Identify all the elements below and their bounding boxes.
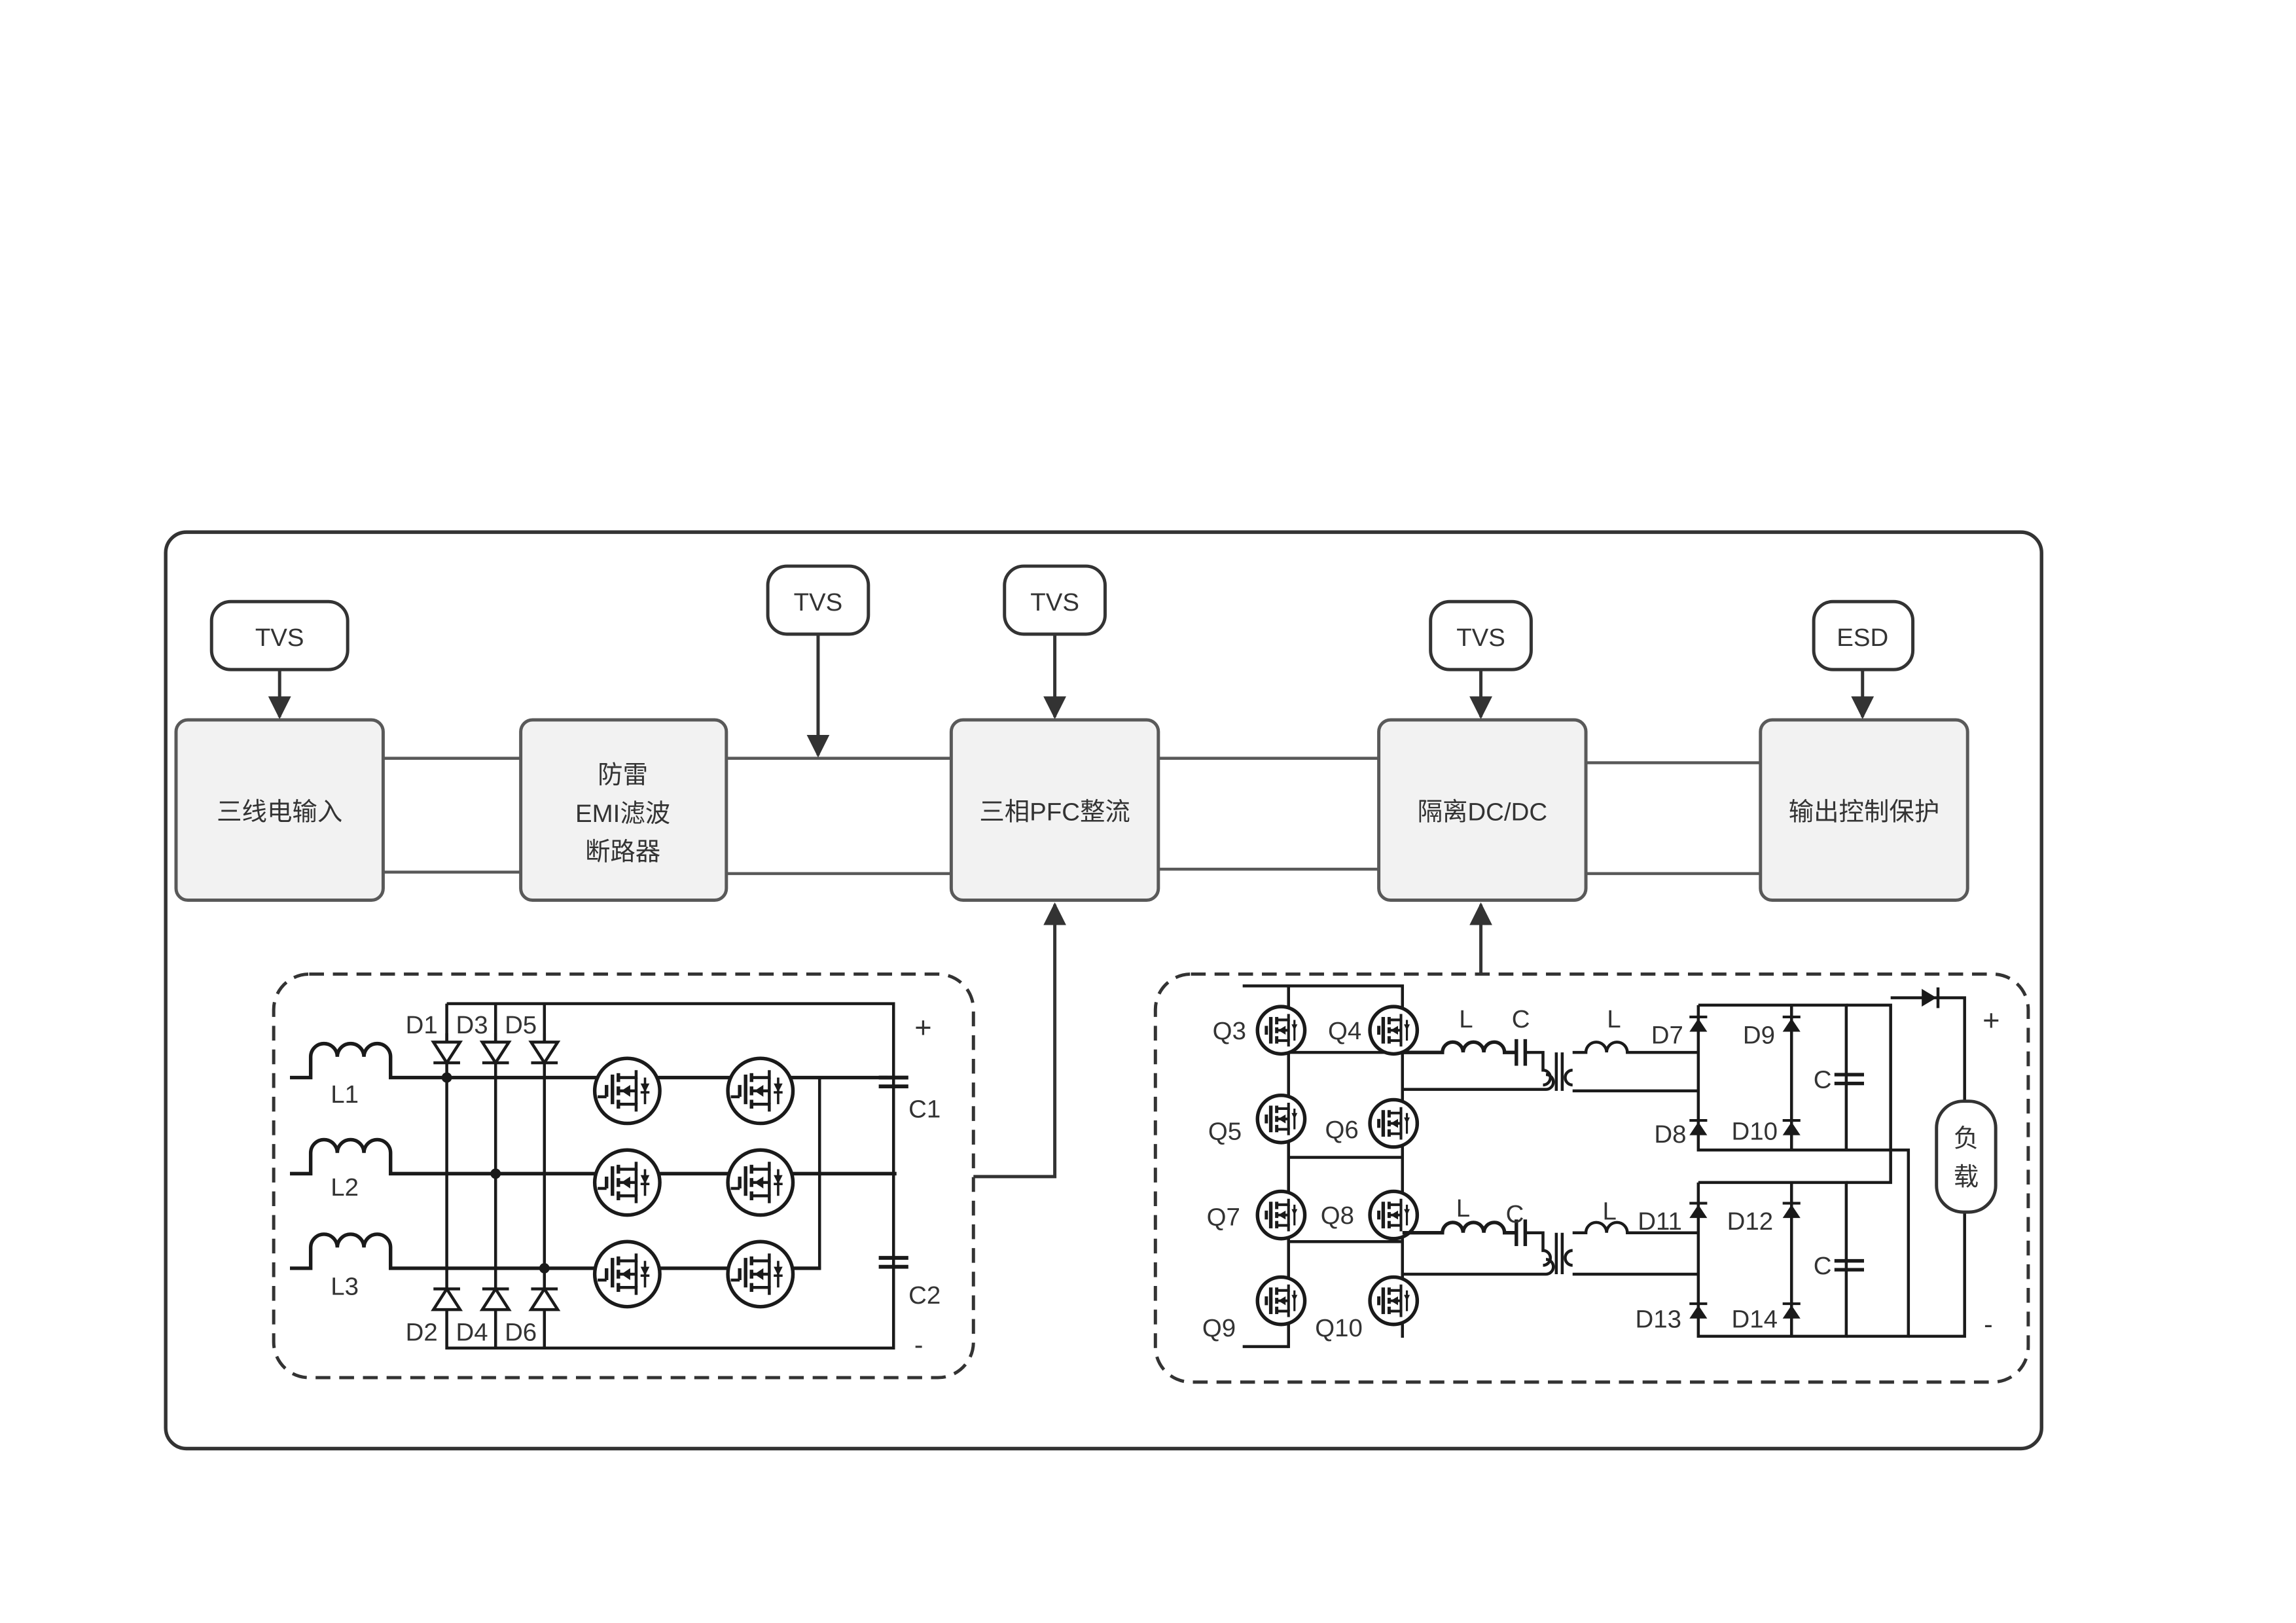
- esd-output-tag: ESD: [1812, 599, 1915, 719]
- pfc-detail-arrow: [973, 902, 1067, 1179]
- label-q10: Q10: [1315, 1314, 1363, 1342]
- label-q3: Q3: [1213, 1017, 1246, 1045]
- block-label: 三线电输入: [217, 798, 342, 827]
- dcdc-plus: +: [1982, 1003, 2000, 1037]
- label-q7: Q7: [1207, 1203, 1240, 1231]
- label-d10: D10: [1731, 1117, 1777, 1145]
- inductor-l3: [290, 1232, 821, 1270]
- label-d9: D9: [1743, 1022, 1775, 1050]
- tvs-dcdc-tag: TVS: [1429, 599, 1533, 719]
- label-d11: D11: [1638, 1207, 1682, 1236]
- pfc-plus: +: [914, 1011, 931, 1044]
- block-label: 三相PFC整流: [979, 798, 1130, 827]
- block-three-phase-input: 三线电输入: [174, 718, 385, 902]
- block-label: 防雷: [598, 761, 648, 789]
- inductor-l2: [290, 1137, 897, 1176]
- label-q9: Q9: [1202, 1314, 1236, 1342]
- load-box: [1935, 1099, 1998, 1214]
- block-label: 断路器: [585, 838, 660, 866]
- label-d7: D7: [1651, 1022, 1683, 1050]
- label-tank-l: L: [1459, 1005, 1473, 1033]
- block-label: 隔离DC/DC: [1418, 798, 1548, 827]
- load-label-2: 载: [1954, 1163, 1979, 1191]
- label-d3: D3: [456, 1011, 488, 1039]
- pfc-schematic: L1 L2 L3 D1 D3 D5 D2 D4 D6: [272, 972, 975, 1380]
- label-q4: Q4: [1328, 1017, 1361, 1045]
- label-tank-l3: L: [1456, 1194, 1470, 1222]
- label-d1: D1: [406, 1011, 438, 1039]
- tvs-pfc-tag: TVS: [1003, 564, 1107, 719]
- label-tank-c: C: [1512, 1005, 1530, 1033]
- power-bus: [383, 757, 1761, 876]
- inductor-l1: [290, 1041, 888, 1080]
- label-d6: D6: [505, 1319, 537, 1347]
- label-tank-l2: L: [1607, 1005, 1621, 1033]
- label-tank-l4: L: [1603, 1197, 1617, 1225]
- label-d14: D14: [1731, 1305, 1777, 1333]
- label-q8: Q8: [1321, 1202, 1354, 1230]
- dcdc-schematic: Q3 Q4 Q5 Q6 Q7 Q8 Q9 Q10 L C L L C L: [1153, 972, 2030, 1384]
- tag-label: ESD: [1837, 624, 1888, 652]
- block-surge-emi-breaker: 防雷 EMI滤波 断路器: [519, 718, 728, 902]
- block-three-phase-pfc: 三相PFC整流: [949, 718, 1160, 902]
- tag-label: TVS: [1030, 588, 1079, 616]
- label-d2: D2: [406, 1319, 438, 1347]
- block-isolated-dcdc: 隔离DC/DC: [1377, 718, 1588, 902]
- label-d4: D4: [456, 1319, 488, 1347]
- tag-label: TVS: [794, 588, 843, 616]
- label-q6: Q6: [1325, 1116, 1358, 1144]
- label-q5: Q5: [1208, 1117, 1242, 1145]
- label-l3: L3: [331, 1273, 359, 1301]
- block-label: EMI滤波: [575, 800, 670, 828]
- label-d8: D8: [1654, 1120, 1686, 1149]
- dcdc-minus: -: [1984, 1309, 1993, 1339]
- label-c2: C2: [908, 1281, 941, 1310]
- label-tank-c2: C: [1506, 1200, 1524, 1228]
- tag-label: TVS: [255, 624, 304, 652]
- system-frame: [164, 530, 2043, 1451]
- label-l1: L1: [331, 1080, 359, 1109]
- tvs-input-tag: TVS: [209, 599, 350, 719]
- label-d13: D13: [1636, 1305, 1681, 1333]
- tag-label: TVS: [1456, 624, 1505, 652]
- label-d5: D5: [505, 1011, 537, 1039]
- block-label: 输出控制保护: [1789, 798, 1940, 827]
- block-output-control-protection: 输出控制保护: [1759, 718, 1969, 902]
- label-out-c2: C: [1814, 1252, 1832, 1280]
- label-c1: C1: [908, 1096, 941, 1124]
- pfc-minus: -: [914, 1330, 924, 1360]
- label-l2: L2: [331, 1173, 359, 1202]
- load-label-1: 负: [1954, 1125, 1979, 1153]
- label-d12: D12: [1727, 1207, 1773, 1236]
- tvs-filter-tag: TVS: [766, 564, 870, 758]
- label-out-c1: C: [1814, 1065, 1832, 1094]
